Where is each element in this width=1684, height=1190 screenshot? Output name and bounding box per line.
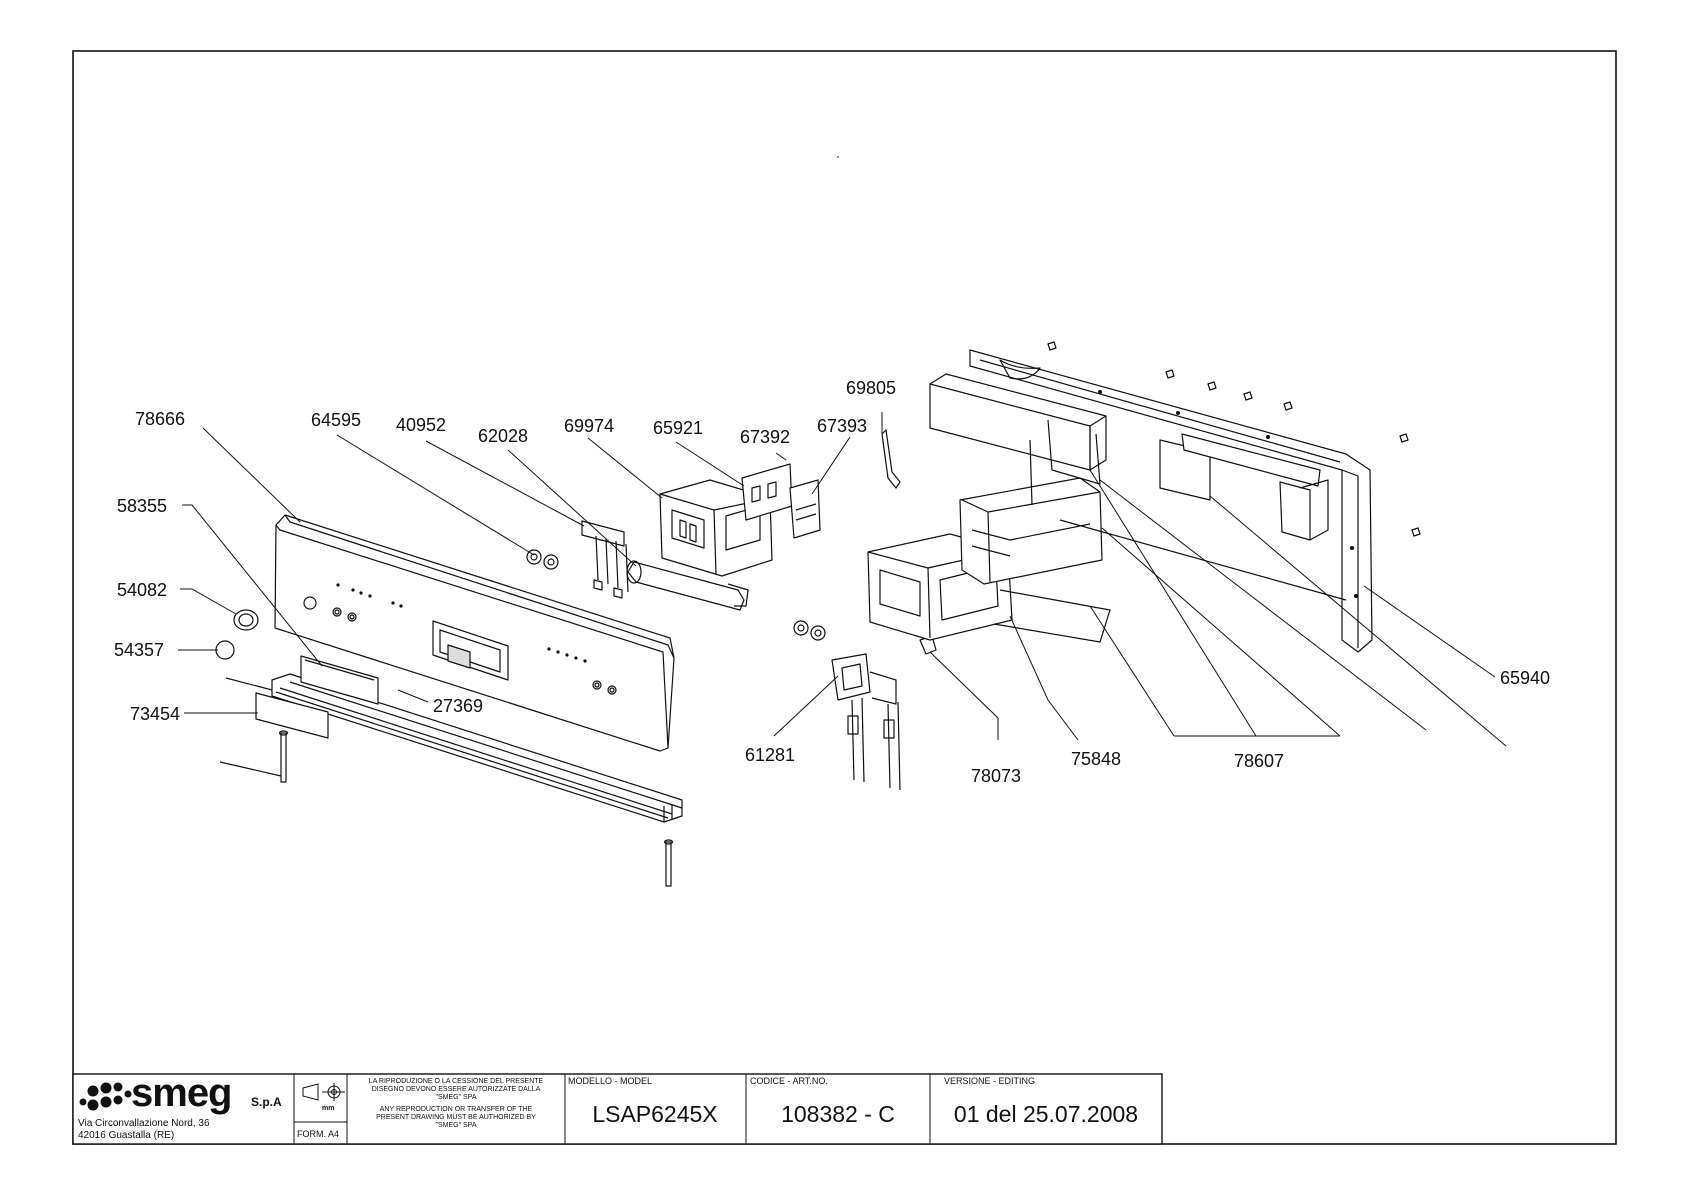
central-housing [867,477,1111,643]
label-61281: 61281 [745,745,795,765]
unit-label: mm [322,1105,334,1112]
code-header: CODICE - ART.NO. [750,1076,828,1086]
projection-symbol-icon [302,1083,345,1101]
rear-frame [929,349,1373,653]
svg-text:"SMEG" SPA: "SMEG" SPA [435,1094,476,1101]
address-line-2: 42016 Guastalla (RE) [78,1130,174,1141]
leader-lines [178,412,1507,747]
label-65921: 65921 [653,418,703,438]
connector-blocks [741,463,821,539]
label-73454: 73454 [130,704,180,724]
label-58355: 58355 [117,496,167,516]
label-62028: 62028 [478,426,528,446]
handle-bar [225,655,683,823]
spring-69805 [881,429,901,489]
rod-62028 [626,560,749,611]
svg-text:LA RIPRODUZIONE O LA CESSIONE: LA RIPRODUZIONE O LA CESSIONE DEL PRESEN… [369,1078,544,1085]
screws [219,730,674,887]
svg-text:PRESENT DRAWING MUST BE AUTHOR: PRESENT DRAWING MUST BE AUTHORIZED BY [376,1114,536,1121]
loose-screws [1047,341,1421,537]
reproduction-notice: LA RIPRODUZIONE O LA CESSIONE DEL PRESEN… [369,1078,544,1129]
label-27369: 27369 [433,696,483,716]
wiring-40952 [581,520,629,599]
label-54082: 54082 [117,580,167,600]
label-78073: 78073 [971,766,1021,786]
harness-61281 [831,653,901,791]
label-75848: 75848 [1071,749,1121,769]
version-header: VERSIONE - EDITING [944,1076,1035,1086]
label-69974: 69974 [564,416,614,436]
label-54357: 54357 [114,640,164,660]
svg-text:ANY REPRODUCTION OR TRANSFER O: ANY REPRODUCTION OR TRANSFER OF THE [380,1106,533,1113]
brand-wordmark: smeg [131,1071,232,1115]
cap-54357 [215,640,235,660]
label-67393: 67393 [817,416,867,436]
code-value: 108382 - C [781,1101,895,1127]
control-panel-front [274,514,675,752]
label-69805: 69805 [846,378,896,398]
model-value: LSAP6245X [592,1101,717,1127]
knob-54082 [233,609,259,631]
part-labels: 78666 58355 54082 54357 73454 64595 4095… [114,378,1550,786]
label-78607: 78607 [1234,751,1284,771]
label-67392: 67392 [740,427,790,447]
model-header: MODELLO - MODEL [568,1076,652,1086]
title-block: smeg S.p.A Via Circonvallazione Nord, 36… [72,1071,1163,1145]
brand-suffix: S.p.A [251,1095,282,1109]
parts-artwork [215,156,1421,887]
label-65940: 65940 [1500,668,1550,688]
svg-text:DISEGNO DEVONO ESSERE AUTORIZZ: DISEGNO DEVONO ESSERE AUTORIZZATE DALLA [372,1086,541,1093]
label-40952: 40952 [396,415,446,435]
smeg-logo: smeg S.p.A [79,1071,282,1115]
address-line-1: Via Circonvallazione Nord, 36 [78,1118,210,1129]
label-78666: 78666 [135,409,185,429]
label-64595: 64595 [311,410,361,430]
format-label: FORM. A4 [297,1129,339,1139]
svg-text:"SMEG" SPA: "SMEG" SPA [435,1122,476,1129]
version-value: 01 del 25.07.2008 [954,1101,1138,1127]
